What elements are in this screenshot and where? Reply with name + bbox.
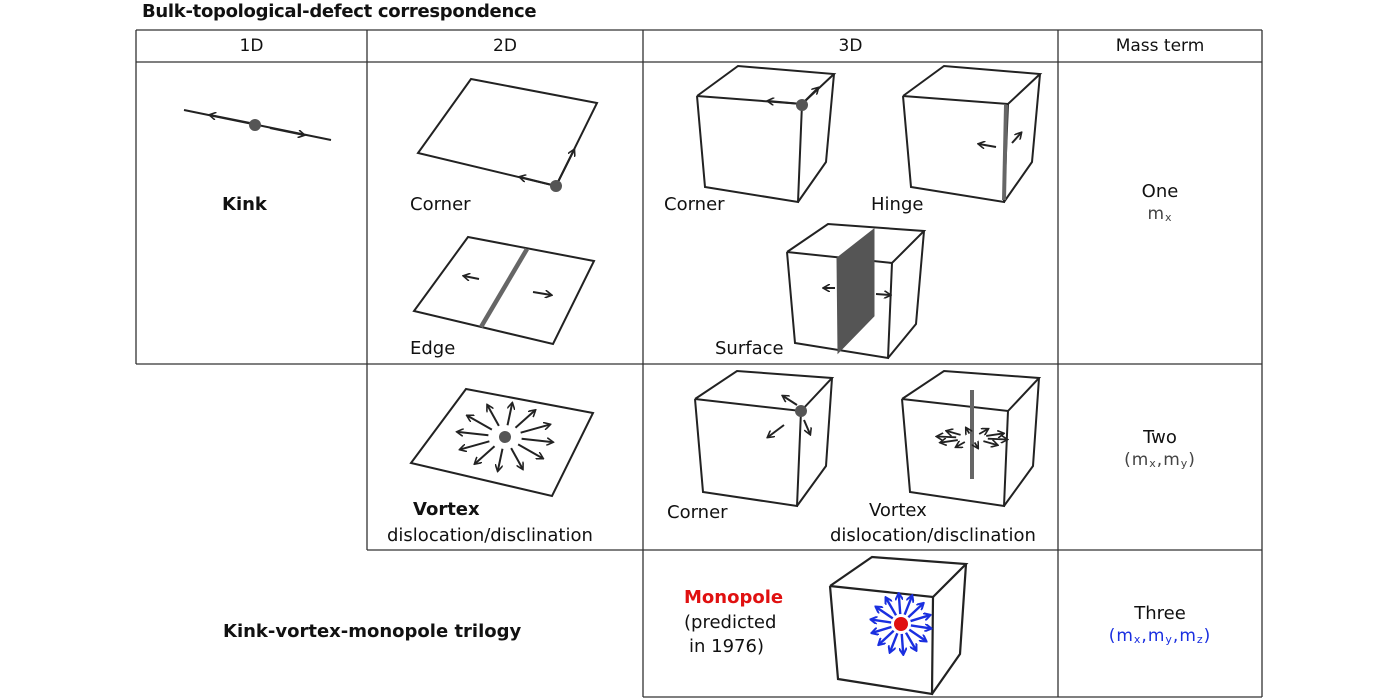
arrow-icon [506,403,513,426]
vortex-2d-diagram [409,387,595,498]
arrow-icon [520,425,550,434]
arrow-icon [510,447,522,469]
mass-term-value: (mx,my) [1124,450,1196,470]
arrow-icon [978,429,988,434]
defect-point [499,431,511,443]
monopole-3d-cube [828,555,969,696]
arrow-icon [983,441,997,445]
arrow-icon [890,632,899,652]
arrow-icon [941,440,958,442]
corner-3d-label: Corner [664,194,725,215]
mass-count: One [1141,181,1179,202]
surface-3d-label: Surface [715,338,784,359]
arrow-icon [498,448,504,471]
arrow-icon [899,594,900,615]
defect-point [249,119,261,131]
arrow-icon [886,598,898,616]
arrow-icon [910,625,931,628]
arrow-icon [460,440,490,449]
mass-term-value: (mx,my,mz) [1108,626,1212,646]
defect-point [796,99,808,111]
vortex-3d-cube [901,369,1042,508]
corner-2d-label: Corner [410,194,471,215]
arrow-icon [514,410,534,429]
vortex-3d-label: Vortex [869,500,927,521]
arrow-icon [904,632,916,650]
arrow-icon [910,615,930,623]
corner-3d-cube-row2 [694,369,835,508]
vortex-2d-sublabel: dislocation/disclination [387,525,593,546]
mass-count: Three [1134,603,1186,624]
table-grid [135,29,1263,698]
monopole-label: Monopole [684,587,784,608]
vortex-ring-arrows [937,428,1007,448]
header-mass-term: Mass term [1115,36,1205,56]
figure-title: Bulk-topological-defect correspondence [142,1,537,22]
monopole-note-1: (predicted [684,612,777,633]
edge-2d-diagram [412,235,596,346]
arrow-icon [876,607,894,620]
arrow-icon [975,442,978,447]
arrow-icon [956,442,966,447]
trilogy-label: Kink-vortex-monopole trilogy [223,621,522,642]
kink-label: Kink [222,194,267,215]
corner-3d-row2-label: Corner [667,502,728,523]
hinge-3d-label: Hinge [871,194,924,215]
header-3d: 3D [838,36,863,56]
mass-term-two: Two (mx,my) [1058,427,1262,470]
corner-3d-cube [696,64,837,204]
monopole-point [894,617,908,631]
arrow-icon [467,416,493,431]
defect-point [795,405,807,417]
monopole-note-2: in 1976) [689,636,764,657]
monopole-arrows [871,594,930,654]
arrow-icon [908,628,926,641]
arrow-icon [986,433,1003,435]
arrow-icon [947,431,961,435]
hinge-3d-cube [902,64,1043,204]
header-2d: 2D [493,36,517,56]
arrow-icon [458,432,489,435]
edge-2d-label: Edge [410,338,456,359]
vortex-arrows [458,403,553,470]
arrow-icon [487,405,500,427]
arrow-icon [903,596,912,616]
arrow-icon [987,439,1007,440]
arrow-icon [907,604,923,619]
corner-2d-diagram [416,77,599,192]
vortex-2d-label: Vortex [413,499,480,520]
arrow-icon [517,443,542,458]
mass-count: Two [1143,427,1177,448]
arrow-icon [475,445,496,463]
arrow-icon [902,633,903,654]
mass-term-one: One mx [1058,181,1262,224]
kink-diagram [183,109,332,141]
arrow-icon [521,439,553,442]
arrow-icon [966,428,969,433]
vortex-3d-sublabel: dislocation/disclination [830,525,1036,546]
arrow-icon [872,625,892,633]
defect-point [550,180,562,192]
arrow-icon [871,620,892,623]
arrow-icon [937,437,957,438]
surface-3d-cube [786,222,927,360]
mass-term-three: Three (mx,my,mz) [1058,603,1262,646]
mass-term-value: mx [1147,204,1173,224]
header-1d: 1D [239,36,264,56]
arrow-icon [879,629,895,645]
